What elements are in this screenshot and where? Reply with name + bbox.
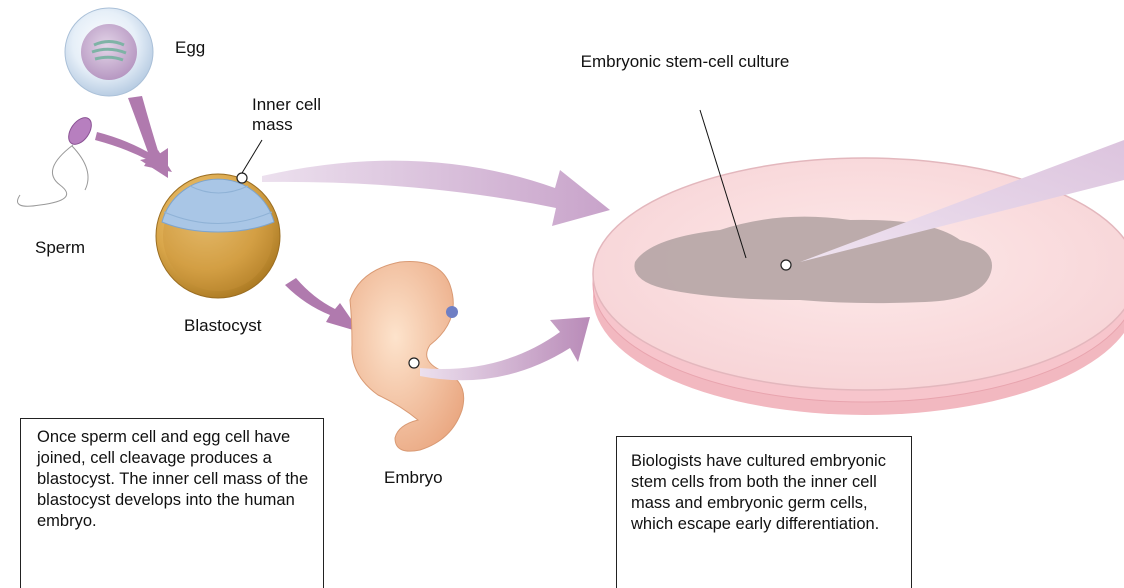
embryo-illustration bbox=[350, 261, 464, 451]
arrow-sperm-to-blastocyst bbox=[95, 132, 172, 172]
caption-right: Biologists have cultured embryonic stem … bbox=[616, 436, 912, 588]
label-blastocyst: Blastocyst bbox=[184, 316, 261, 336]
label-egg: Egg bbox=[175, 38, 205, 58]
label-inner-cell-mass: Inner cell mass bbox=[252, 95, 352, 135]
arrow-blastocyst-to-culture bbox=[262, 161, 610, 226]
egg-illustration bbox=[65, 8, 153, 96]
caption-left: Once sperm cell and egg cell have joined… bbox=[20, 418, 324, 588]
pointer-inner-cell-mass bbox=[242, 140, 262, 173]
label-sperm: Sperm bbox=[35, 238, 85, 258]
sperm-illustration bbox=[18, 114, 96, 207]
blastocyst-illustration bbox=[156, 173, 280, 298]
label-embryo: Embryo bbox=[384, 468, 443, 488]
label-culture: Embryonic stem-cell culture bbox=[570, 52, 800, 72]
arrow-blastocyst-to-embryo bbox=[285, 278, 360, 332]
